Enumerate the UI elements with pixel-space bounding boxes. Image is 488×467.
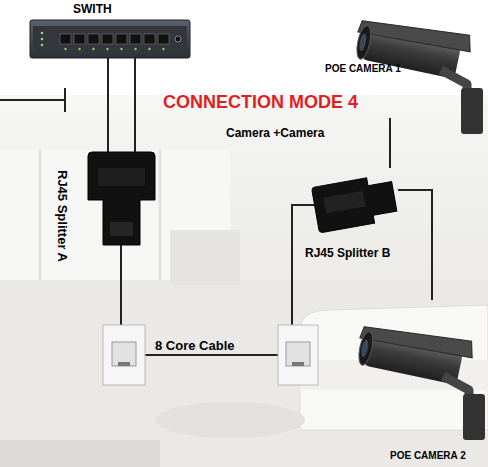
camera-lens-ring [356,331,375,367]
upper-wall [0,0,488,95]
rj45-splitter: RJ45 Splitter B [315,168,398,240]
rj45-port [74,34,85,44]
rj45-port [102,34,113,44]
poe-camera: POE CAMERA 1 [355,0,488,118]
splitter-plug [110,222,133,236]
wall-mount [461,88,483,134]
floor [0,280,488,467]
rj45-port [116,34,127,44]
subtitle-label: Camera +Camera [226,126,324,140]
wall-mount [463,394,485,440]
splitter-shape [88,152,155,245]
camera-lens-ring [354,25,373,61]
power-jack [175,36,181,42]
status-led [41,38,44,41]
node-outline [88,152,155,245]
port-led [120,48,122,50]
camera-body-group [354,318,475,387]
switch-body [30,20,190,58]
splitter-label-plate [323,191,365,214]
sun-shield [360,318,476,361]
network-cable [121,205,315,355]
coffee-table [155,402,305,438]
cable-label: 8 Core Cable [155,338,234,353]
uplink-cable [0,88,65,112]
port-led [134,48,136,50]
port-led [148,48,150,50]
node-label: POE CAMERA 2 [390,450,466,461]
network-switch: SWITH [30,20,190,58]
rug [0,440,160,467]
node-outline [355,300,488,425]
network-cable [389,118,391,168]
status-led [41,32,44,35]
node-outline [315,168,398,240]
socket-latch [118,362,130,366]
diagram-title: CONNECTION MODE 4 [163,92,358,113]
status-led [41,44,44,47]
socket-port [112,342,136,366]
window-frame [39,150,42,280]
camera-lens [358,33,368,52]
cabinet [170,230,240,285]
camera-lens [360,339,370,358]
node-outline [30,20,190,58]
node-label: SWITH [73,2,112,16]
wall-socket [103,325,145,385]
sofa [300,305,488,430]
switch-front [33,26,187,52]
port-led [162,48,164,50]
port-led [92,48,94,50]
splitter-label-plate [98,168,145,186]
network-cable [134,58,136,152]
window-frame [159,150,162,280]
rj45-splitter: RJ45 Splitter A [88,152,155,245]
node-label: RJ45 Splitter B [305,246,390,260]
poe-camera: POE CAMERA 2 [355,300,488,425]
network-cable [107,58,109,152]
node-label: RJ45 Splitter A [55,170,70,262]
splitter-shape [311,174,398,233]
socket-port [286,342,310,366]
rj45-port [60,34,71,44]
rj45-port [144,34,155,44]
node-label: POE CAMERA 1 [325,63,401,74]
rj45-port [158,34,169,44]
sun-shield [358,12,474,55]
socket-latch [292,362,304,366]
port-led [64,48,66,50]
rj45-port [130,34,141,44]
rj45-port [88,34,99,44]
port-led [78,48,80,50]
node-outline [355,0,488,118]
network-cable [398,190,432,300]
port-led [106,48,108,50]
wall-socket [278,325,318,385]
splitter-shape-group [311,174,398,233]
